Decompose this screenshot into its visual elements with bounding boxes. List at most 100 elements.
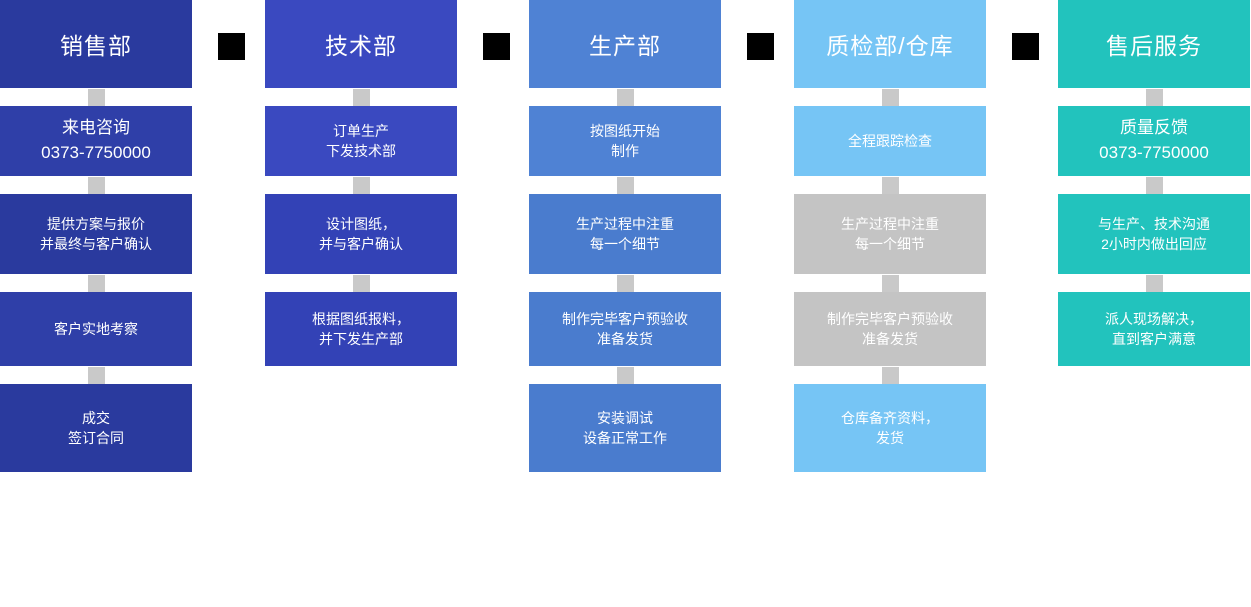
- down-arrow-icon: [881, 366, 899, 384]
- down-arrow-connector: [0, 176, 192, 194]
- step-card-line: 与生产、技术沟通: [1098, 215, 1210, 232]
- down-arrow-icon: [87, 176, 105, 194]
- step-card-line: 派人现场解决，: [1105, 310, 1203, 327]
- step-card-line: 来电咨询: [62, 118, 130, 138]
- column-header-label: 质检部/仓库: [826, 33, 954, 59]
- column-header-label: 销售部: [60, 33, 132, 59]
- column-header-sales[interactable]: 销售部: [0, 0, 192, 88]
- down-arrow-connector: [0, 366, 192, 384]
- step-card-qc-2[interactable]: 生产过程中注重每一个细节: [794, 194, 986, 274]
- step-card-line: 提供方案与报价: [47, 215, 145, 232]
- column-qc: 质检部/仓库全程跟踪检查生产过程中注重每一个细节制作完毕客户预验收准备发货仓库备…: [794, 0, 986, 472]
- step-card-line: 订单生产: [333, 122, 389, 139]
- down-arrow-connector: [794, 274, 986, 292]
- column-header-label: 技术部: [325, 33, 397, 59]
- right-arrow-icon-1: [218, 33, 245, 60]
- down-arrow-connector: [529, 88, 721, 106]
- step-card-line: 并最终与客户确认: [40, 236, 152, 252]
- step-card-aftersales-2[interactable]: 与生产、技术沟通 2小时内做出回应: [1058, 194, 1250, 274]
- right-arrow-icon-4: [1012, 33, 1039, 60]
- step-card-line: 客户实地考察: [54, 320, 138, 337]
- step-card-line: 生产过程中注重: [576, 215, 674, 232]
- step-card-sales-4[interactable]: 成交签订合同: [0, 384, 192, 472]
- step-card-line: 发货: [876, 430, 904, 446]
- step-card-line: 仓库备齐资料，: [841, 409, 939, 426]
- step-card-production-1[interactable]: 按图纸开始制作: [529, 106, 721, 176]
- down-arrow-icon: [616, 88, 634, 106]
- step-card-production-4[interactable]: 安装调试设备正常工作: [529, 384, 721, 472]
- step-card-line: 并下发生产部: [319, 331, 403, 347]
- down-arrow-connector: [265, 274, 457, 292]
- down-arrow-connector: [265, 176, 457, 194]
- down-arrow-icon: [1145, 176, 1163, 194]
- down-arrow-connector: [0, 88, 192, 106]
- step-card-line: 质量反馈: [1120, 118, 1188, 138]
- down-arrow-icon: [352, 88, 370, 106]
- step-card-line: 下发技术部: [326, 143, 396, 159]
- down-arrow-connector: [0, 274, 192, 292]
- step-card-line: 制作完毕客户预验收: [562, 310, 688, 327]
- down-arrow-connector: [529, 366, 721, 384]
- step-card-line: 准备发货: [862, 331, 918, 347]
- down-arrow-connector: [1058, 88, 1250, 106]
- step-card-line: 准备发货: [597, 331, 653, 347]
- down-arrow-icon: [616, 176, 634, 194]
- step-card-line: 2小时内做出回应: [1101, 236, 1207, 252]
- step-card-line: 直到客户满意: [1112, 331, 1196, 347]
- down-arrow-icon: [881, 274, 899, 292]
- down-arrow-icon: [87, 274, 105, 292]
- step-card-line: 设计图纸，: [326, 215, 396, 232]
- step-card-line: 成交: [82, 409, 110, 426]
- step-card-line: 0373-7750000: [41, 143, 151, 162]
- column-header-qc[interactable]: 质检部/仓库: [794, 0, 986, 88]
- column-header-production[interactable]: 生产部: [529, 0, 721, 88]
- step-card-sales-3[interactable]: 客户实地考察: [0, 292, 192, 366]
- step-card-line: 每一个细节: [590, 236, 660, 252]
- column-header-tech[interactable]: 技术部: [265, 0, 457, 88]
- down-arrow-connector: [1058, 274, 1250, 292]
- step-card-qc-3[interactable]: 制作完毕客户预验收准备发货: [794, 292, 986, 366]
- column-header-aftersales[interactable]: 售后服务: [1058, 0, 1250, 88]
- step-card-tech-1[interactable]: 订单生产下发技术部: [265, 106, 457, 176]
- column-header-label: 生产部: [589, 33, 661, 59]
- step-card-line: 全程跟踪检查: [848, 132, 932, 149]
- step-card-line: 每一个细节: [855, 236, 925, 252]
- step-card-production-2[interactable]: 生产过程中注重每一个细节: [529, 194, 721, 274]
- down-arrow-connector: [1058, 176, 1250, 194]
- right-arrow-icon-3: [747, 33, 774, 60]
- step-card-line: 制作完毕客户预验收: [827, 310, 953, 327]
- column-production: 生产部按图纸开始制作生产过程中注重每一个细节制作完毕客户预验收准备发货安装调试设…: [529, 0, 721, 472]
- down-arrow-icon: [1145, 274, 1163, 292]
- down-arrow-icon: [352, 176, 370, 194]
- step-card-line: 制作: [611, 143, 639, 159]
- step-card-line: 签订合同: [68, 430, 124, 446]
- down-arrow-icon: [881, 88, 899, 106]
- step-card-sales-1[interactable]: 来电咨询 0373-7750000: [0, 106, 192, 176]
- down-arrow-icon: [616, 274, 634, 292]
- down-arrow-icon: [87, 88, 105, 106]
- step-card-qc-1[interactable]: 全程跟踪检查: [794, 106, 986, 176]
- down-arrow-icon: [1145, 88, 1163, 106]
- step-card-production-3[interactable]: 制作完毕客户预验收准备发货: [529, 292, 721, 366]
- down-arrow-connector: [794, 176, 986, 194]
- step-card-aftersales-3[interactable]: 派人现场解决， 直到客户满意: [1058, 292, 1250, 366]
- right-arrow-icon-2: [483, 33, 510, 60]
- step-card-tech-3[interactable]: 根据图纸报料，并下发生产部: [265, 292, 457, 366]
- down-arrow-icon: [87, 366, 105, 384]
- down-arrow-connector: [794, 88, 986, 106]
- step-card-line: 设备正常工作: [583, 430, 667, 446]
- step-card-line: 安装调试: [597, 409, 653, 426]
- column-tech: 技术部订单生产下发技术部设计图纸，并与客户确认根据图纸报料，并下发生产部: [265, 0, 457, 366]
- down-arrow-connector: [265, 88, 457, 106]
- step-card-qc-4[interactable]: 仓库备齐资料， 发货: [794, 384, 986, 472]
- down-arrow-connector: [794, 366, 986, 384]
- step-card-line: 生产过程中注重: [841, 215, 939, 232]
- step-card-sales-2[interactable]: 提供方案与报价并最终与客户确认: [0, 194, 192, 274]
- down-arrow-connector: [529, 274, 721, 292]
- step-card-tech-2[interactable]: 设计图纸，并与客户确认: [265, 194, 457, 274]
- down-arrow-icon: [616, 366, 634, 384]
